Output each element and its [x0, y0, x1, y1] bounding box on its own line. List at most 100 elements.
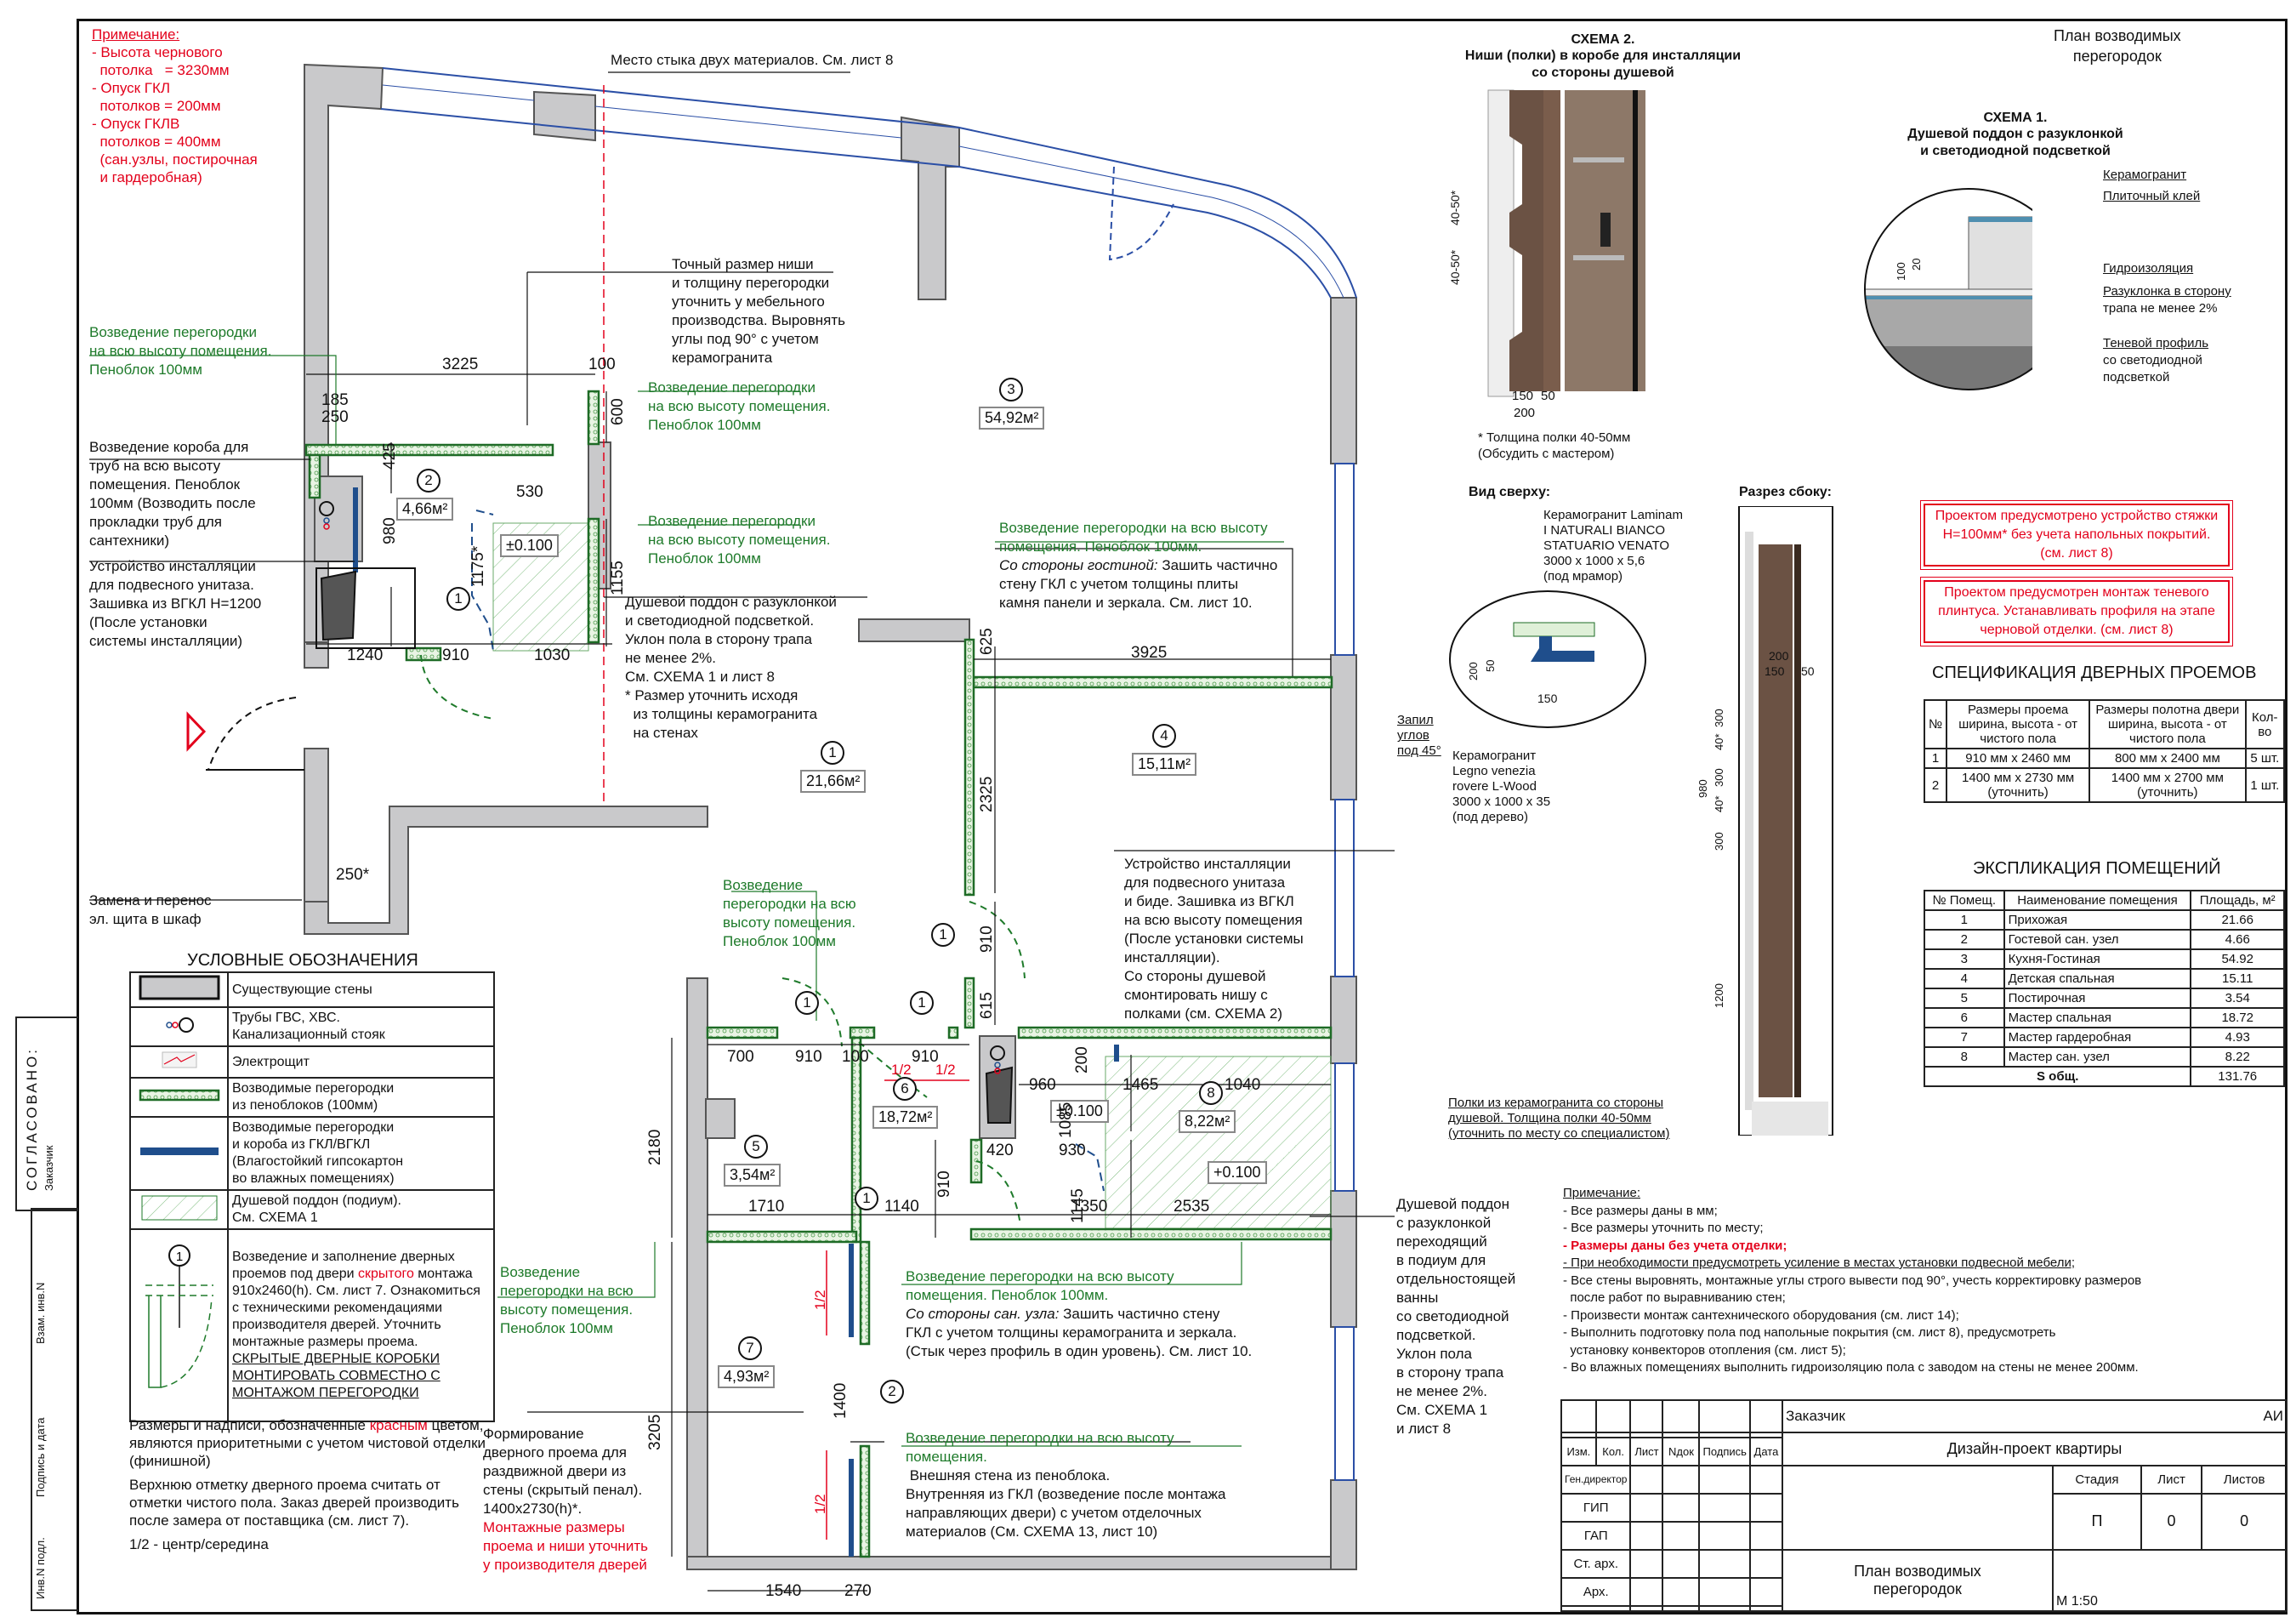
partition-laundry-top-b [849, 1026, 876, 1039]
partition-laundry-top-a [706, 1026, 779, 1039]
legend-symbol [129, 1189, 229, 1230]
text-line: из толщины керамогранита [625, 706, 818, 722]
approval-stamp [15, 1017, 78, 1211]
existing-wall-icon [139, 975, 220, 1004]
text-line: на всю высоту помещения. [89, 343, 272, 359]
door-tag: 2 [880, 1380, 904, 1404]
dimension-label: 100 [588, 356, 616, 373]
stamp-field-signature: Подпись и дата [34, 1417, 47, 1497]
text-line: производства. Выровнять [672, 312, 846, 328]
text-line: Внутренняя из ГКЛ (возведение после монт… [906, 1486, 1226, 1502]
ceiling-note-heading: Примечание: [92, 26, 180, 43]
text-line: дверного проема для [483, 1444, 627, 1461]
text-line: 100мм (Возводить после [89, 495, 256, 511]
pipe-dots [323, 517, 1001, 1074]
column-header: Размеры проема ширина, высота - от чисто… [1946, 699, 2091, 749]
table-cell: Гостевой сан. узел [2003, 929, 2192, 950]
side-view-dim-40b: 40* [1713, 795, 1725, 812]
legend-note-red: Размеры и надписи, обозначенные красным … [129, 1416, 486, 1470]
stage-blank [1781, 1464, 2054, 1551]
dimension-label: 270 [844, 1582, 872, 1600]
drywall-partitions [353, 487, 1119, 1557]
door-swing-child [969, 901, 1026, 979]
text-line: (уточнить по месту со специалистом) [1448, 1126, 1670, 1141]
legend-door-text-red: скрытого [358, 1267, 414, 1281]
revision-header: Изм. [1560, 1437, 1597, 1466]
partition-external-rest: Внешняя стена из пеноблока.Внутренняя из… [906, 1466, 1225, 1541]
text-line: Монтажные размеры [483, 1519, 625, 1535]
legend-door-symbol: 1 [129, 1228, 229, 1422]
general-note-item: - Размеры даны без учета отделки; [1563, 1238, 1787, 1253]
table-cell: Кухня-Гостиная [2003, 948, 2192, 970]
partition-3925-italic: Со стороны гостиной: [999, 557, 1158, 573]
dimension-label: 1030 [534, 646, 571, 664]
table-cell: Постирочная [2003, 988, 2192, 1009]
dimension-label: 2325 [978, 776, 996, 812]
dimension-label: 910 [978, 925, 996, 953]
role-senior-architect: Ст. арх. [1560, 1548, 1632, 1579]
dimension-label: 980 [381, 517, 399, 544]
text-line: rovere L-Wood [1452, 779, 1537, 794]
legend-note-red-word: красным [369, 1417, 428, 1433]
dimension-label: 100 [842, 1048, 869, 1066]
drywall-guest-install [353, 487, 358, 572]
table-cell: 910 мм x 2460 мм [1946, 748, 2091, 769]
column-header: Кол-во [2244, 699, 2286, 749]
text-line: Возведение перегородки [648, 513, 816, 529]
text-line: в сторону трапа [1396, 1364, 1504, 1381]
text-line: Душевой поддон [1396, 1196, 1509, 1212]
text-line: Возведение перегородки [648, 379, 816, 396]
text-line: Возведение перегородки на всю высоту [906, 1430, 1174, 1446]
legend-note-half: 1/2 - центр/середина [129, 1536, 269, 1552]
customer-cell: Заказчик АИ [1781, 1399, 2288, 1433]
room-area: 18,72м² [872, 1106, 939, 1129]
approval-label: СОГЛАСОВАНО: [24, 1047, 40, 1191]
scheme1-title: СХЕМА 1. [1983, 111, 2048, 125]
table-cell: 5 [1924, 988, 2005, 1009]
door-tag: 1 [931, 923, 955, 947]
scheme2-dim-a: 40-50* [1448, 190, 1462, 225]
side-view-dim-150: 150 [1765, 664, 1785, 678]
stage-label: Стадия [2051, 1464, 2142, 1495]
partition-wardrobe-right-2 [859, 1444, 871, 1558]
windows [380, 67, 1357, 1481]
table-cell: 2 [1924, 929, 2005, 950]
shadow-plinth-note: Проектом предусмотрен монтаж теневого пл… [1920, 577, 2233, 646]
entrance-door-swing [207, 697, 297, 771]
general-note-item: - Выполнить подготовку пола под напольны… [1563, 1325, 2056, 1340]
general-note-item: после работ по выравниванию стен; [1563, 1290, 1786, 1305]
side-view-dim-200: 200 [1769, 649, 1789, 663]
ceiling-note-line: и гардеробная) [92, 169, 202, 185]
text-line: Возведение [500, 1264, 581, 1280]
sheets-label: Листов [2201, 1464, 2287, 1495]
legend-door-tag: 1 [175, 1250, 182, 1264]
window-top-curve [380, 67, 1357, 299]
text-line: Запил [1397, 713, 1434, 727]
room-number: 7 [738, 1336, 762, 1360]
screed-note: Проектом предусмотрено устройство стяжки… [1920, 500, 2233, 570]
top-view-dim-150: 150 [1537, 692, 1558, 705]
entrance-marker-icon [186, 711, 207, 752]
partition-615 [963, 977, 975, 1029]
side-view-drawing [1738, 506, 1833, 1136]
electrical-panel-icon [139, 1051, 220, 1074]
legend-door-text-2: монтажа 910x2460(h). См. лист 7. Ознаком… [232, 1267, 480, 1349]
text-line: эл. щита в шкаф [89, 911, 202, 927]
table-cell: 8.22 [2190, 1046, 2285, 1068]
text-line: (После установки [89, 614, 207, 630]
scheme1-detail-drawing [1864, 188, 2032, 390]
dimension-label: 1465 [1122, 1076, 1159, 1094]
table-cell: 15.11 [2190, 968, 2285, 989]
